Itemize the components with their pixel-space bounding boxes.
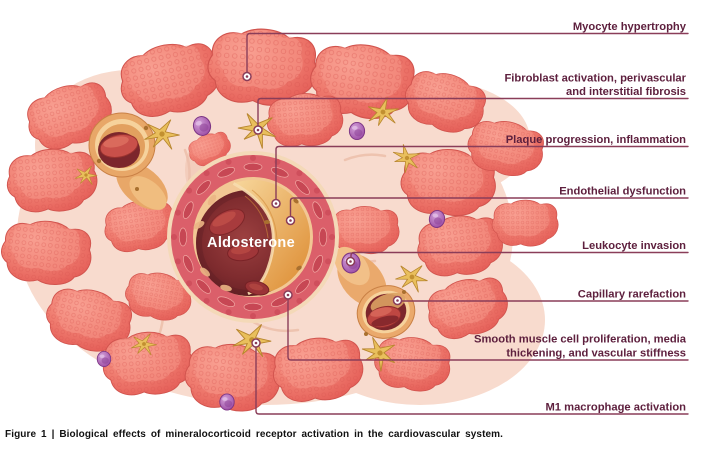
- leader-marker: [392, 295, 403, 306]
- leader-line-macrophage: [255, 347, 689, 415]
- leader-line-fibroblast: [257, 97, 689, 127]
- label-m1-macrophage: M1 macrophage activation: [545, 402, 686, 414]
- leader-line-smooth-muscle: [287, 299, 689, 361]
- leader-line-endothelial: [289, 197, 689, 217]
- small-vessel-top-left: [88, 112, 168, 210]
- figure-labels: Myocyte hypertrophy Fibroblast activatio…: [474, 21, 687, 414]
- red-blood-cells: [209, 208, 270, 296]
- leader-marker: [242, 71, 252, 82]
- leader-marker: [285, 215, 296, 226]
- leukocyte-cell: [219, 393, 235, 411]
- leader-marker: [253, 125, 263, 135]
- leader-lines: [246, 32, 689, 415]
- label-capillary-rarefaction: Capillary rarefaction: [578, 289, 686, 301]
- label-leukocyte-invasion: Leukocyte invasion: [582, 240, 686, 252]
- label-endothelial-dysfunction: Endothelial dysfunction: [559, 186, 686, 198]
- smooth-muscle-cells: [178, 162, 328, 312]
- label-myocyte-hypertrophy: Myocyte hypertrophy: [573, 21, 687, 33]
- leader-line-leukocyte: [350, 251, 689, 258]
- leader-marker: [251, 338, 261, 348]
- leader-line-plaque: [275, 145, 689, 200]
- leukocyte-cell: [348, 121, 366, 141]
- media-outer-bumps: [171, 155, 335, 319]
- myocyte: [491, 199, 559, 247]
- leukocyte-cell: [96, 350, 112, 368]
- label-smooth-muscle-line2: thickening, and vascular stiffness: [506, 348, 686, 360]
- leader-marker: [283, 290, 293, 300]
- leader-markers: [242, 71, 403, 348]
- figure-caption: Figure 1 | Biological effects of mineral…: [5, 429, 504, 440]
- label-fibroblast-line1: Fibroblast activation, perivascular: [504, 73, 686, 85]
- artery-cross-section: Aldosterone: [167, 151, 339, 323]
- label-fibroblast-line2: and interstitial fibrosis: [566, 86, 686, 98]
- leader-marker: [345, 256, 356, 267]
- aldosterone-label: Aldosterone: [207, 235, 295, 251]
- leader-line-myocyte: [246, 32, 689, 73]
- label-plaque-progression: Plaque progression, inflammation: [506, 134, 686, 146]
- leader-marker: [271, 198, 281, 209]
- label-smooth-muscle-line1: Smooth muscle cell proliferation, media: [474, 334, 687, 346]
